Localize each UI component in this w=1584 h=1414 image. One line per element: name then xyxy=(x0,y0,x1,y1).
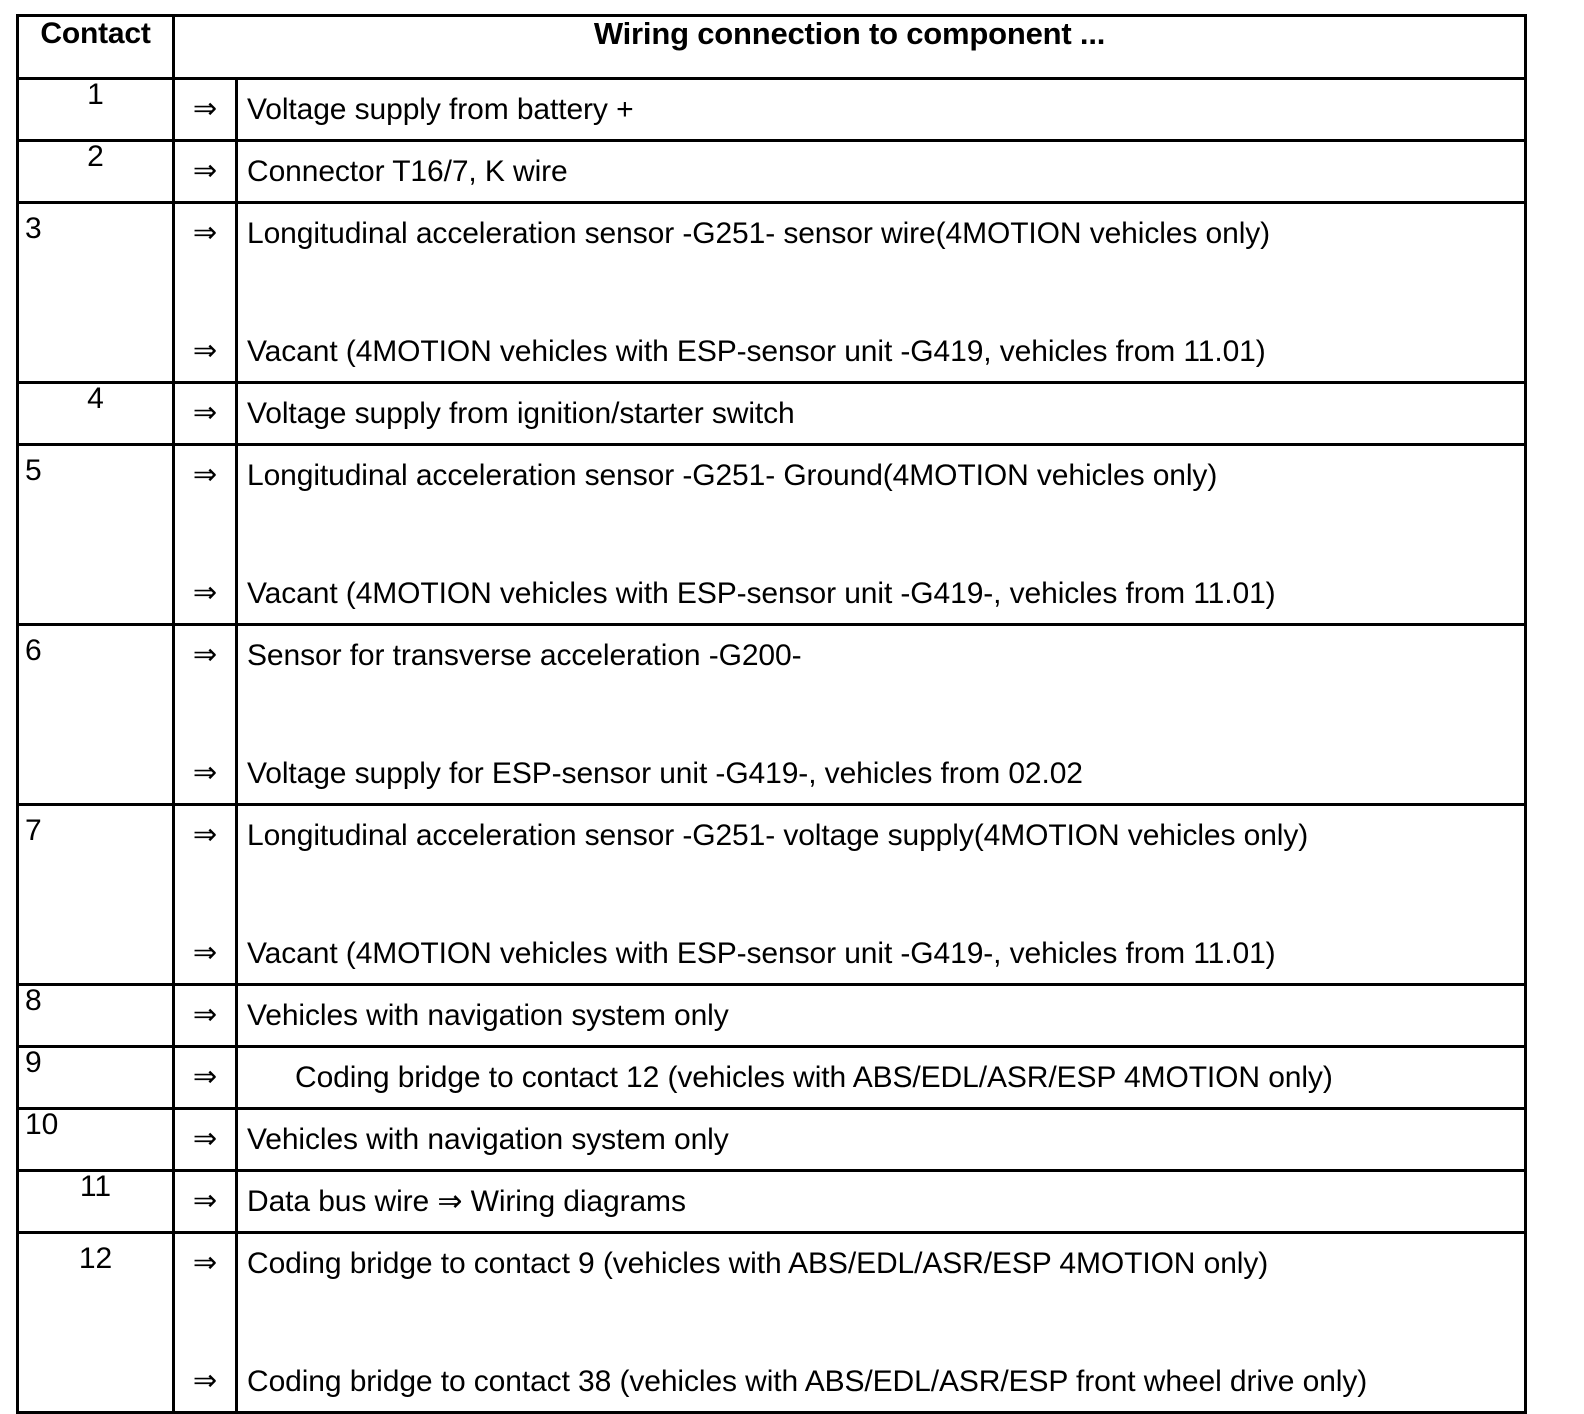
arrow-cell: ⇒⇒ xyxy=(172,1231,238,1414)
table-header: Contact Wiring connection to component .… xyxy=(16,14,1528,80)
header-row: Contact Wiring connection to component .… xyxy=(16,14,1528,80)
double-arrow-icon: ⇒ xyxy=(192,577,218,609)
double-arrow-icon: ⇒ xyxy=(192,999,218,1031)
contact-number-cell: 9 xyxy=(16,1045,175,1110)
arrow-cell: ⇒ xyxy=(172,1169,238,1234)
table-row: 1 ⇒ Voltage supply from battery + xyxy=(16,77,1528,142)
contact-number-cell: 12 xyxy=(16,1231,175,1414)
arrow-cell: ⇒ xyxy=(172,1107,238,1172)
description-text: Voltage supply from battery + xyxy=(247,92,634,126)
description-cell: Longitudinal acceleration sensor -G251- … xyxy=(234,443,1528,626)
spacer xyxy=(175,685,235,744)
arrow-cell: ⇒ xyxy=(172,1045,238,1110)
description-cell: Longitudinal acceleration sensor -G251- … xyxy=(234,803,1528,986)
double-arrow-icon: ⇒ xyxy=(192,335,218,367)
description-cell: Vehicles with navigation system only xyxy=(234,1107,1528,1172)
table-row: 12⇒⇒Coding bridge to contact 9 (vehicles… xyxy=(16,1231,1528,1414)
description-cell: Connector T16/7, K wire xyxy=(234,139,1528,204)
description-text: Coding bridge to contact 38 (vehicles wi… xyxy=(247,1364,1368,1398)
description-text: Vacant (4MOTION vehicles with ESP-sensor… xyxy=(247,936,1276,970)
description-text: Vacant (4MOTION vehicles with ESP-sensor… xyxy=(247,334,1266,368)
spacer xyxy=(238,685,1524,744)
description-text: Vehicles with navigation system only xyxy=(247,998,729,1032)
spacer xyxy=(175,263,235,322)
table-body: 1 ⇒ Voltage supply from battery + 2 ⇒ Connect… xyxy=(16,77,1528,1414)
contact-number-cell: 8 xyxy=(16,983,175,1048)
description-cell: Voltage supply from battery + xyxy=(234,77,1528,142)
column-header-description: Wiring connection to component ... xyxy=(171,14,1528,80)
arrow-cell: ⇒⇒ xyxy=(172,623,238,806)
double-arrow-icon: ⇒ xyxy=(192,1247,218,1279)
double-arrow-icon: ⇒ xyxy=(192,1061,218,1093)
description-text: Coding bridge to contact 9 (vehicles wit… xyxy=(247,1246,1269,1280)
contact-number-cell: 7 xyxy=(16,803,175,986)
table-row: 10 ⇒ Vehicles with navigation system only xyxy=(16,1107,1528,1172)
description-text: Vacant (4MOTION vehicles with ESP-sensor… xyxy=(247,576,1276,610)
spacer xyxy=(238,1293,1524,1352)
spacer xyxy=(175,865,235,924)
arrow-cell: ⇒⇒ xyxy=(172,443,238,626)
arrow-cell: ⇒ xyxy=(172,381,238,446)
table-row: 3⇒⇒Longitudinal acceleration sensor -G25… xyxy=(16,201,1528,384)
double-arrow-icon: ⇒ xyxy=(192,93,218,125)
contact-number-cell: 3 xyxy=(16,201,175,384)
description-cell: Voltage supply from ignition/starter swi… xyxy=(234,381,1528,446)
wiring-connection-table: Contact Wiring connection to component .… xyxy=(16,14,1528,1414)
table-row: 2 ⇒ Connector T16/7, K wire xyxy=(16,139,1528,204)
double-arrow-icon: ⇒ xyxy=(192,397,218,429)
spacer xyxy=(238,505,1524,564)
table-row: 7⇒⇒Longitudinal acceleration sensor -G25… xyxy=(16,803,1528,986)
contact-number-cell: 2 xyxy=(16,139,175,204)
description-cell: Sensor for transverse acceleration -G200… xyxy=(234,623,1528,806)
description-text: Longitudinal acceleration sensor -G251- … xyxy=(247,818,1309,852)
description-text: Voltage supply for ESP-sensor unit -G419… xyxy=(247,756,1083,790)
double-arrow-icon: ⇒ xyxy=(192,639,218,671)
arrow-cell: ⇒⇒ xyxy=(172,803,238,986)
table-row: 4 ⇒ Voltage supply from ignition/starter s… xyxy=(16,381,1528,446)
document-page: Contact Wiring connection to component .… xyxy=(16,14,1528,1414)
contact-number-cell: 4 xyxy=(16,381,175,446)
description-text: Vehicles with navigation system only xyxy=(247,1122,729,1156)
table-row: 9 ⇒ Coding bridge to contact 12 (vehicles … xyxy=(16,1045,1528,1110)
arrow-cell: ⇒ xyxy=(172,77,238,142)
spacer xyxy=(175,1293,235,1352)
contact-number-cell: 10 xyxy=(16,1107,175,1172)
table-row: 11 ⇒ Data bus wire ⇒ Wiring diagrams xyxy=(16,1169,1528,1234)
description-cell: Coding bridge to contact 12 (vehicles wi… xyxy=(234,1045,1528,1110)
double-arrow-icon: ⇒ xyxy=(192,459,218,491)
column-header-contact: Contact xyxy=(16,14,175,80)
description-text: Longitudinal acceleration sensor -G251- … xyxy=(247,216,1271,250)
spacer xyxy=(175,505,235,564)
double-arrow-icon: ⇒ xyxy=(192,1185,218,1217)
contact-number-cell: 11 xyxy=(16,1169,175,1234)
double-arrow-icon: ⇒ xyxy=(192,937,218,969)
double-arrow-icon: ⇒ xyxy=(192,819,218,851)
double-arrow-icon: ⇒ xyxy=(192,1123,218,1155)
arrow-cell: ⇒ xyxy=(172,139,238,204)
arrow-cell: ⇒⇒ xyxy=(172,201,238,384)
description-text: Data bus wire ⇒ Wiring diagrams xyxy=(247,1184,686,1218)
spacer xyxy=(238,263,1524,322)
table-row: 8 ⇒ Vehicles with navigation system only xyxy=(16,983,1528,1048)
contact-number-cell: 6 xyxy=(16,623,175,806)
double-arrow-icon: ⇒ xyxy=(192,155,218,187)
description-text: Sensor for transverse acceleration -G200… xyxy=(247,638,802,672)
description-text: Longitudinal acceleration sensor -G251- … xyxy=(247,458,1218,492)
double-arrow-icon: ⇒ xyxy=(192,217,218,249)
description-cell: Data bus wire ⇒ Wiring diagrams xyxy=(234,1169,1528,1234)
description-text: Coding bridge to contact 12 (vehicles wi… xyxy=(295,1060,1333,1094)
table-row: 6⇒⇒Sensor for transverse acceleration -G… xyxy=(16,623,1528,806)
description-cell: Coding bridge to contact 9 (vehicles wit… xyxy=(234,1231,1528,1414)
contact-number-cell: 5 xyxy=(16,443,175,626)
description-cell: Vehicles with navigation system only xyxy=(234,983,1528,1048)
spacer xyxy=(238,865,1524,924)
description-cell: Longitudinal acceleration sensor -G251- … xyxy=(234,201,1528,384)
description-text: Connector T16/7, K wire xyxy=(247,154,568,188)
table-row: 5⇒⇒Longitudinal acceleration sensor -G25… xyxy=(16,443,1528,626)
description-text: Voltage supply from ignition/starter swi… xyxy=(247,396,795,430)
contact-number-cell: 1 xyxy=(16,77,175,142)
arrow-cell: ⇒ xyxy=(172,983,238,1048)
double-arrow-icon: ⇒ xyxy=(192,1365,218,1397)
double-arrow-icon: ⇒ xyxy=(192,757,218,789)
